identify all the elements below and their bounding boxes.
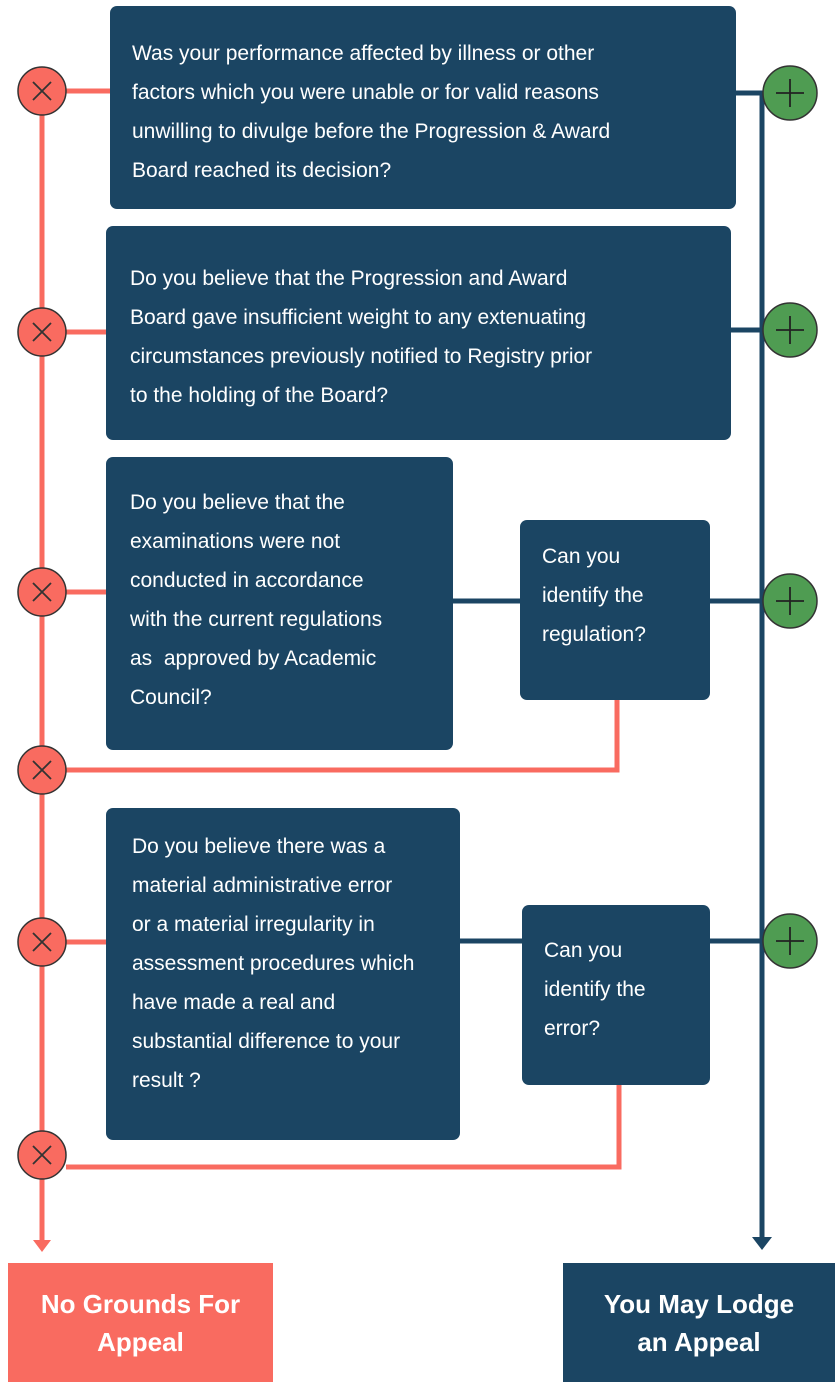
question-line: circumstances previously notified to Reg… bbox=[130, 345, 593, 368]
outcome-line: No Grounds For bbox=[40, 1288, 241, 1319]
question-line: regulation? bbox=[542, 623, 646, 646]
outcome-line: Appeal bbox=[97, 1326, 184, 1357]
question-line: result ? bbox=[132, 1069, 201, 1092]
question-line: Can you bbox=[542, 545, 621, 568]
cross-icon bbox=[17, 567, 67, 617]
followup-identify-error: Can you identify the error? bbox=[522, 905, 710, 1085]
cross-icon bbox=[17, 307, 67, 357]
question-line: as approved by Academic bbox=[130, 647, 377, 670]
question-line: to the holding of the Board? bbox=[130, 384, 389, 407]
question-line: Board gave insufficient weight to any ex… bbox=[130, 306, 587, 329]
outcome-may-appeal: You May Lodge an Appeal bbox=[563, 1263, 835, 1382]
question-line: conducted in accordance bbox=[130, 569, 364, 592]
question-line: factors which you were unable or for val… bbox=[132, 81, 599, 104]
question-line: Board reached its decision? bbox=[132, 159, 392, 182]
question-administrative-error: Do you believe there was a material admi… bbox=[106, 808, 460, 1140]
question-line: substantial difference to your bbox=[132, 1030, 401, 1053]
outcome-line: You May Lodge bbox=[603, 1288, 795, 1319]
question-line: have made a real and bbox=[132, 991, 336, 1014]
followup-identify-regulation: Can you identify the regulation? bbox=[520, 520, 710, 700]
question-line: Do you believe there was a bbox=[132, 835, 386, 858]
cross-icon bbox=[17, 1130, 67, 1180]
outcome-no-grounds: No Grounds For Appeal bbox=[8, 1263, 273, 1382]
question-line: material administrative error bbox=[132, 874, 393, 897]
question-line: Do you believe that the bbox=[130, 491, 345, 514]
question-line: unwilling to divulge before the Progress… bbox=[132, 120, 611, 143]
question-line: error? bbox=[544, 1017, 601, 1040]
question-line: identify the bbox=[544, 978, 646, 1001]
question-regulations: Do you believe that the examinations wer… bbox=[106, 457, 453, 750]
plus-icon bbox=[762, 913, 818, 969]
question-line: identify the bbox=[542, 584, 644, 607]
outcome-line: an Appeal bbox=[637, 1326, 761, 1357]
question-line: Council? bbox=[130, 686, 212, 709]
question-line: Do you believe that the Progression and … bbox=[130, 267, 568, 290]
question-line: assessment procedures which bbox=[132, 952, 415, 975]
cross-icon bbox=[17, 917, 67, 967]
plus-icon bbox=[762, 65, 818, 121]
question-line: or a material irregularity in bbox=[132, 913, 375, 936]
question-extenuating-circumstances: Do you believe that the Progression and … bbox=[106, 226, 731, 440]
cross-icon bbox=[17, 745, 67, 795]
question-line: Can you bbox=[544, 939, 623, 962]
question-line: Was your performance affected by illness… bbox=[132, 42, 595, 65]
question-line: examinations were not bbox=[130, 530, 341, 553]
cross-icon bbox=[17, 66, 67, 116]
question-illness: Was your performance affected by illness… bbox=[110, 6, 736, 209]
plus-icon bbox=[762, 302, 818, 358]
plus-icon bbox=[762, 573, 818, 629]
question-line: with the current regulations bbox=[130, 608, 383, 631]
